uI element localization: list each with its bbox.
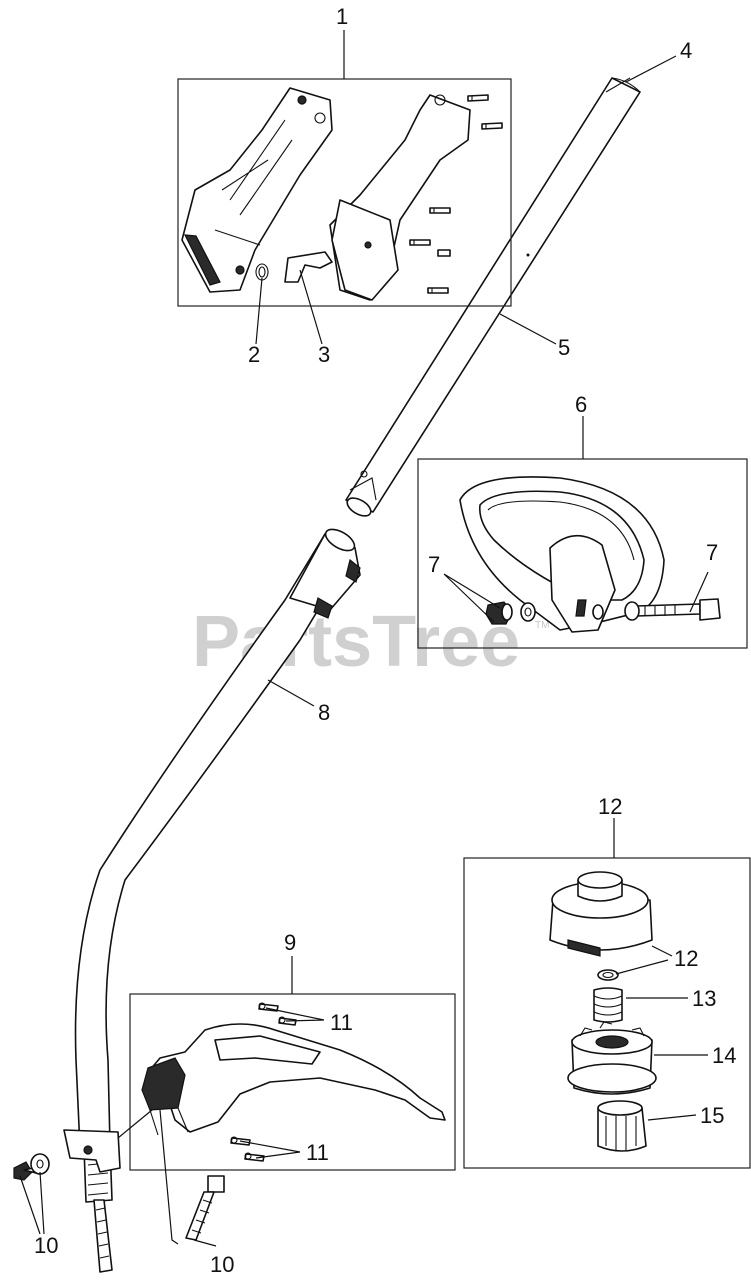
- callout-11-top: 11: [330, 1010, 353, 1035]
- trimmer-head-box: [463, 857, 751, 1169]
- aux-handle-nut-washers: [485, 601, 640, 625]
- callout-13: 13: [692, 986, 716, 1011]
- bump-knob: [597, 1100, 647, 1152]
- spool: [567, 1021, 657, 1095]
- callout-3: 3: [318, 342, 330, 367]
- upper-shaft: [345, 77, 641, 517]
- callout-8: 8: [318, 700, 330, 725]
- callout-15: 15: [700, 1103, 724, 1128]
- spring: [255, 263, 269, 281]
- guard-bolt: [185, 1175, 225, 1241]
- callout-5: 5: [558, 335, 570, 360]
- callout-7-bolt: 7: [706, 540, 718, 565]
- lower-shaft: [74, 528, 361, 1273]
- callout-2: 2: [248, 342, 260, 367]
- callout-4: 4: [680, 38, 692, 63]
- callout-1: 1: [336, 4, 348, 29]
- leader-lines: [19, 30, 709, 1247]
- rear-handle-half: [181, 87, 333, 293]
- spool-spring: [593, 987, 623, 1023]
- handle-screws: [409, 94, 503, 294]
- guard: [141, 1023, 446, 1136]
- callout-11-bottom: 11: [306, 1140, 329, 1165]
- guard-bracket: [63, 1129, 121, 1173]
- eyelet: [597, 969, 619, 981]
- callout-10-nut: 10: [34, 1233, 58, 1258]
- callout-14: 14: [712, 1043, 736, 1068]
- callout-12-box: 12: [598, 794, 622, 819]
- callout-12-cover: 12: [674, 946, 698, 971]
- callout-10-bolt: 10: [210, 1252, 234, 1277]
- aux-handle-bolt: [635, 598, 721, 621]
- callout-9: 9: [284, 930, 296, 955]
- callout-6: 6: [575, 392, 587, 417]
- front-handle-half: [329, 94, 471, 301]
- callout-labels: 1 2 3 4 5 6 7 7 8 9 10 10 11 11 12 12 13…: [34, 4, 736, 1277]
- watermark-trademark: TM: [535, 620, 549, 631]
- spool-cover: [549, 871, 653, 957]
- callout-7-nut: 7: [428, 552, 440, 577]
- trigger: [284, 251, 333, 283]
- wing-nut-washer: [13, 1153, 50, 1181]
